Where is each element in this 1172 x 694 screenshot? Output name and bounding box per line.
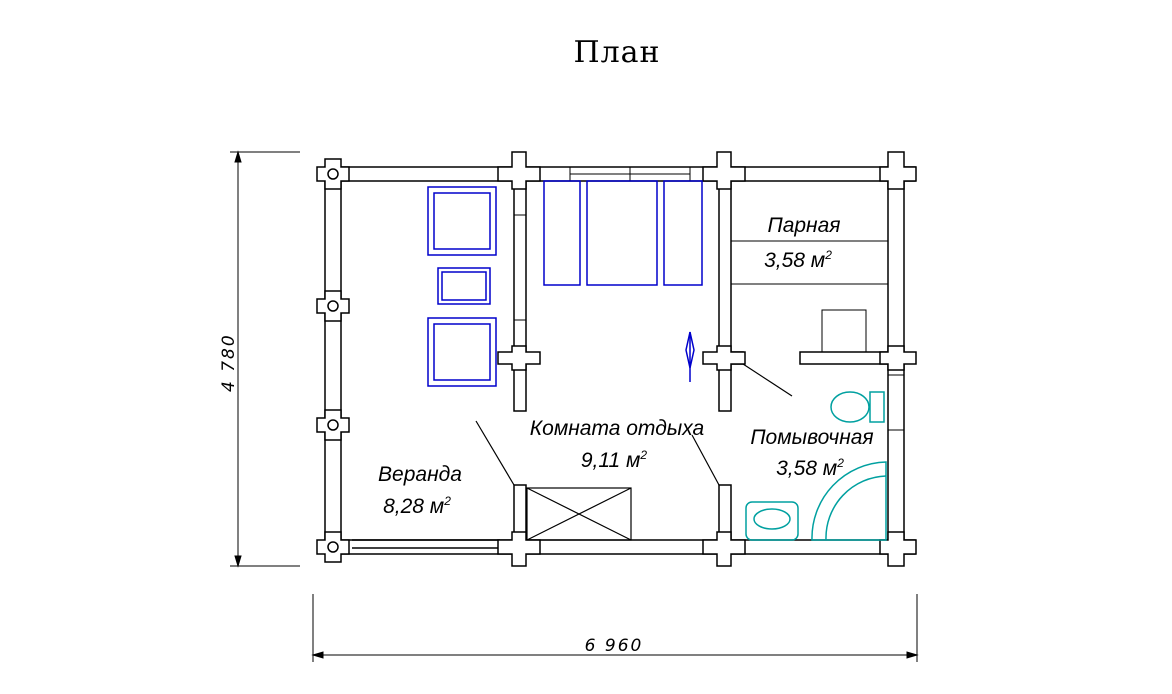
armchair-bottom (427, 317, 497, 387)
bottom-wall (324, 539, 916, 555)
shower-tray (811, 461, 887, 541)
washbasin (745, 501, 799, 541)
sofa-left (543, 180, 581, 286)
stove-box (526, 487, 632, 541)
plan-title: План (573, 35, 660, 70)
room-name-steam: Парная (767, 214, 840, 237)
sauna-partition (799, 351, 889, 365)
door-swings (475, 363, 793, 486)
toilet (830, 391, 870, 423)
room-area-rest: 9,11 м2 (581, 448, 648, 472)
room-area-steam: 3,58 м2 (764, 248, 832, 272)
width-dimension (311, 594, 919, 662)
room-area-wash: 3,58 м2 (776, 456, 844, 480)
sofa-middle (586, 180, 658, 286)
windows (513, 166, 905, 431)
left-wall (324, 166, 342, 555)
room-name-wash: Помывочная (750, 426, 873, 449)
room-name-veranda: Веранда (378, 463, 462, 486)
sauna-benches (731, 240, 888, 353)
room-labels: Парная 3,58 м2 Комната отдыха 9,11 м2 По… (378, 214, 874, 518)
furniture (427, 180, 703, 387)
room-area-veranda: 8,28 м2 (383, 494, 451, 518)
width-dimension-label: 6 960 (585, 636, 644, 656)
height-dimension (230, 150, 300, 568)
armchair-top (427, 186, 497, 256)
partition-right-upper (718, 180, 732, 412)
log-joints (316, 151, 917, 567)
plumbing (745, 391, 887, 541)
coffee-table (437, 267, 491, 305)
sofa-right (663, 180, 703, 286)
sauna-heater (821, 309, 867, 353)
height-dimension-label: 4 780 (219, 333, 239, 392)
room-name-rest: Комната отдыха (530, 417, 704, 440)
